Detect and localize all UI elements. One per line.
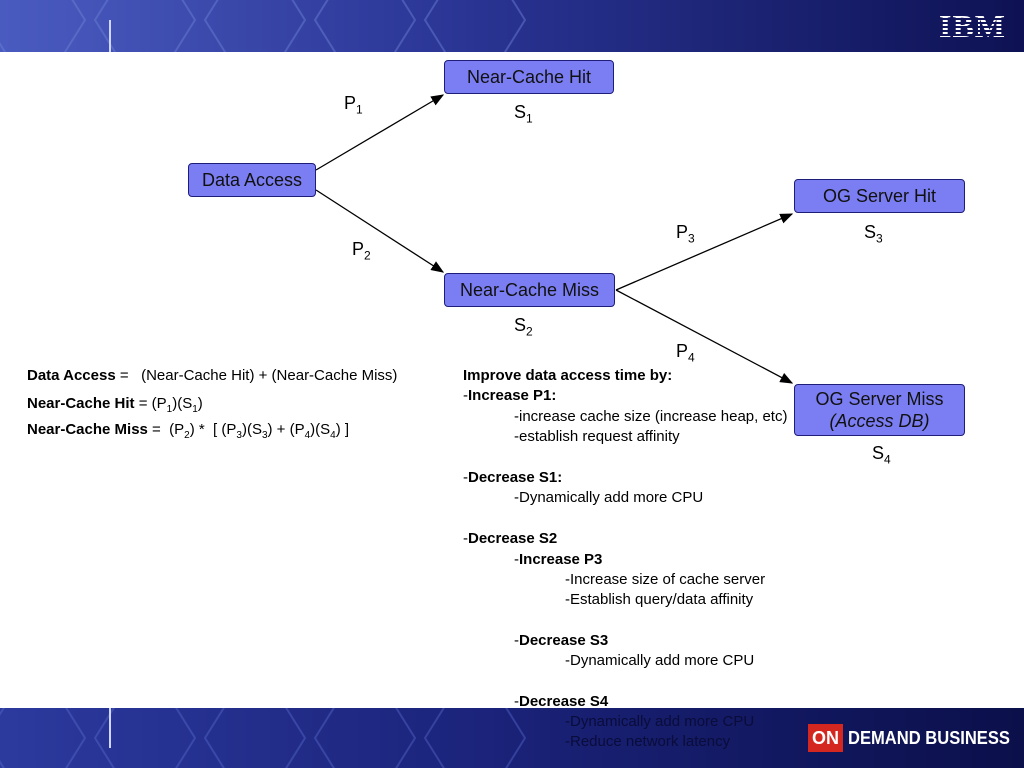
arrow-p3 [615, 213, 794, 291]
on-demand-text: DEMAND BUSINESS [848, 727, 1010, 748]
formula-near-cache-hit: Near-Cache Hit = (P1)(S1) [27, 395, 203, 415]
node-og-server-miss-note: (Access DB) [829, 411, 930, 431]
arrow-p4 [615, 289, 794, 384]
formulas: Data Access = (Near-Cache Hit) + (Near-C… [27, 366, 397, 446]
notes-s4-item-1: -Dynamically add more CPU [565, 713, 755, 730]
label-s3: S3 [864, 222, 883, 246]
formula-near-cache-miss: Near-Cache Miss = (P2) * [ (P3)(S3) + (P… [27, 421, 350, 441]
label-s4: S4 [872, 443, 891, 467]
arrow-p2 [315, 189, 445, 273]
label-p4: P4 [676, 341, 695, 365]
notes-p3-item-1: -Increase size of cache server [565, 570, 766, 588]
node-data-access-label: Data Access [201, 170, 303, 190]
node-near-cache-miss: Near-Cache Miss [444, 273, 615, 307]
label-s1: S1 [514, 102, 533, 126]
notes-decrease-s2: -Decrease S2 [463, 530, 558, 548]
node-og-server-hit-label: OG Server Hit [822, 186, 937, 206]
on-demand-business-logo: ON DEMAND BUSINESS [808, 724, 1024, 752]
notes-s1-item-1: -Dynamically add more CPU [514, 489, 704, 507]
node-near-cache-miss-label: Near-Cache Miss [459, 280, 600, 300]
diagram-connectors [315, 94, 794, 384]
ibm-logo: IBM [939, 8, 1006, 44]
label-s2: S2 [514, 315, 533, 339]
node-og-server-miss-label: OG Server Miss [815, 389, 944, 409]
node-near-cache-hit-label: Near-Cache Hit [466, 67, 592, 87]
label-p2: P2 [352, 239, 371, 263]
notes-s3-item-1: -Dynamically add more CPU [565, 652, 755, 670]
notes-increase-p1: -Increase P1: [463, 387, 557, 405]
improvement-notes-overflow: -Dynamically add more CPU -Reduce networ… [463, 712, 754, 753]
label-p1: P1 [344, 93, 363, 117]
bottom-banner [0, 708, 1024, 768]
notes-increase-p3: -Increase P3 [514, 550, 603, 568]
notes-heading: Improve data access time by: [463, 367, 673, 384]
arrow-p1 [315, 94, 445, 171]
notes-p3-item-2: -Establish query/data affinity [565, 591, 754, 609]
formula-data-access: Data Access = (Near-Cache Hit) + (Near-C… [27, 367, 398, 384]
node-near-cache-hit: Near-Cache Hit [444, 60, 614, 94]
label-p3: P3 [676, 222, 695, 246]
notes-decrease-s3: -Decrease S3 [514, 632, 609, 650]
bottom-banner-background [0, 708, 1024, 768]
on-demand-on-mark: ON [808, 724, 843, 752]
banner-background [0, 0, 1024, 52]
notes-decrease-s1: -Decrease S1: [463, 468, 563, 486]
node-data-access: Data Access [188, 163, 316, 197]
improvement-notes: Improve data access time by: -Increase P… [463, 366, 787, 713]
notes-s4-item-2: -Reduce network latency [565, 733, 731, 751]
notes-decrease-s4: -Decrease S4 [514, 693, 609, 711]
top-banner: IBM [0, 0, 1024, 52]
node-og-server-hit: OG Server Hit [794, 179, 965, 213]
node-og-server-miss: OG Server Miss (Access DB) [794, 384, 965, 436]
notes-p1-item-1: -increase cache size (increase heap, etc… [514, 407, 788, 425]
notes-p1-item-2: -establish request affinity [514, 428, 680, 446]
